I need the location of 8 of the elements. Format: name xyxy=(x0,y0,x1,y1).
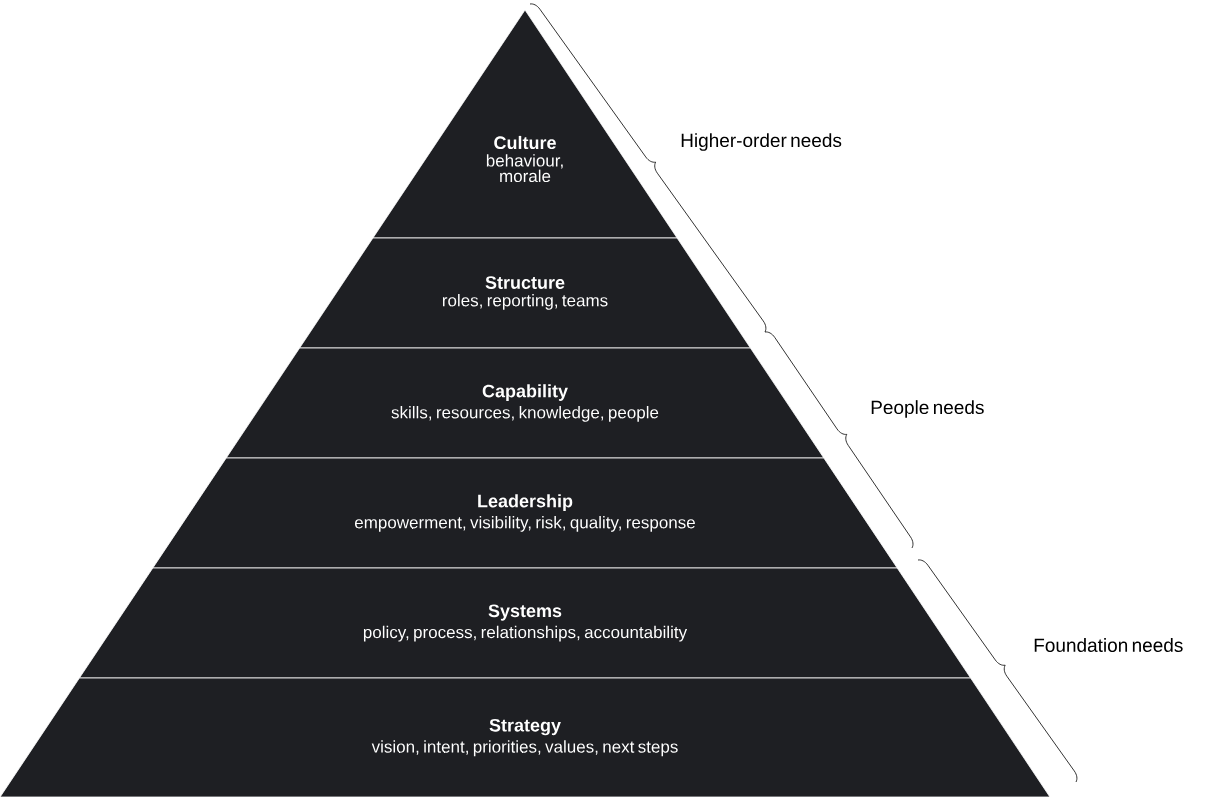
bracket-label: People needs xyxy=(871,400,984,418)
pyramid-band: Systems policy, process, relationships, accountability xyxy=(79,567,971,679)
pyramid-band: Culture behaviour, morale xyxy=(372,9,678,239)
pyramid-band: Leadership empowerment, visibility, risk, quality, response xyxy=(152,457,898,569)
pyramid-band: Structure roles, reporting, teams xyxy=(299,237,751,349)
pyramid-band: Strategy vision, intent, priorities, values, next steps xyxy=(0,677,1051,797)
pyramid-band: Capability skills, resources, knowledge, people xyxy=(225,347,825,459)
bracket-label: Foundation needs xyxy=(1034,638,1183,652)
